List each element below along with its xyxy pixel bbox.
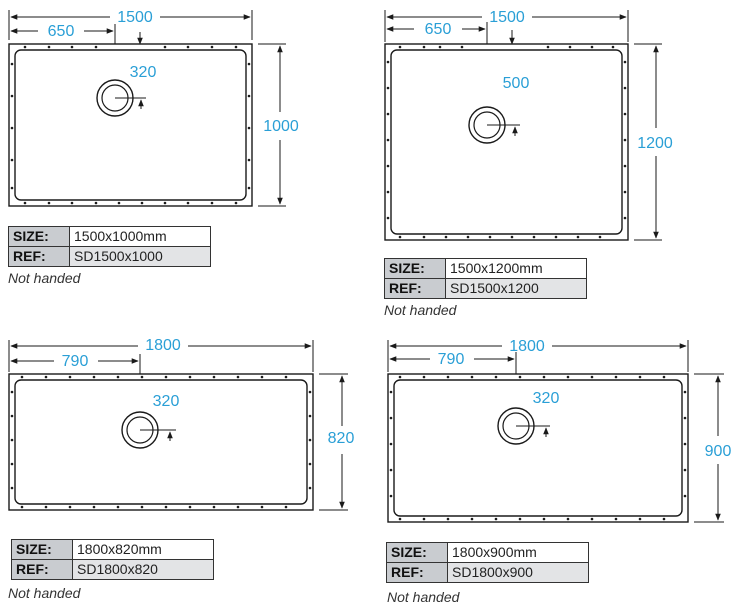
tray-diagram-4: 1800 790 320 900 SIZE: 1800x900mm REF: S… [378,330,736,613]
tray-drawing: 1800 790 320 820 [8,337,355,511]
tray-outer-edge [8,43,253,207]
waste-offset-dimension: 790 [438,351,465,368]
fixing-points [386,45,627,239]
ref-value: SD1500x1000 [69,246,211,267]
handed-note: Not handed [8,270,81,286]
tray-diagram-3: 1800 790 320 820 SIZE: 1800x820mm REF: S… [0,330,372,613]
size-label: SIZE: [386,542,448,563]
tray-drawing: 1800 790 320 900 [387,338,732,523]
tray-inner-edge [14,49,247,201]
tray-outer-edge [387,373,689,523]
length-dimension: 820 [328,430,355,447]
tray-inner-edge [390,49,623,235]
ref-label: REF: [386,562,448,583]
size-value: 1500x1000mm [69,226,211,247]
tray-drawing: 1500 650 500 1200 [384,9,673,241]
fixing-points [10,45,251,205]
width-dimension: 1800 [145,337,181,354]
handed-note: Not handed [387,589,460,605]
length-dimension: 900 [705,443,732,460]
waste-offset-dimension: 650 [48,23,75,40]
tray-diagram-1: 1500 650 320 1000 SIZE: 1500x1000mm [0,0,360,300]
tray-outer-edge [384,43,629,241]
waste-depth-dimension: 320 [153,393,180,410]
fixing-points [389,375,687,521]
ref-label: REF: [8,246,70,267]
handed-note: Not handed [384,302,457,318]
ref-value: SD1800x900 [447,562,589,583]
spec-table: SIZE: 1500x1200mm REF: SD1500x1200 [384,258,587,299]
spec-table: SIZE: 1800x900mm REF: SD1800x900 [386,542,589,583]
width-dimension: 1800 [509,338,545,355]
waste-offset-dimension: 650 [425,21,452,38]
waste-depth-dimension: 500 [503,75,530,92]
ref-value: SD1800x820 [72,559,214,580]
size-label: SIZE: [384,258,446,279]
fixing-points [10,375,312,509]
ref-label: REF: [384,278,446,299]
ref-value: SD1500x1200 [445,278,587,299]
waste-depth-dimension: 320 [533,390,560,407]
size-label: SIZE: [11,539,73,560]
length-dimension: 1200 [637,135,673,152]
tray-diagram-2: 1500 650 500 1200 SIZE: 1500x1200mm REF:… [378,0,736,325]
width-dimension: 1500 [489,9,525,26]
handed-note: Not handed [8,585,81,601]
size-value: 1500x1200mm [445,258,587,279]
tray-drawing: 1500 650 320 1000 [8,9,299,207]
width-dimension: 1500 [117,9,153,26]
spec-table: SIZE: 1500x1000mm REF: SD1500x1000 [8,226,211,267]
size-label: SIZE: [8,226,70,247]
waste-depth-dimension: 320 [130,64,157,81]
tray-inner-edge [393,379,683,517]
waste-offset-dimension: 790 [62,353,89,370]
size-value: 1800x820mm [72,539,214,560]
spec-table: SIZE: 1800x820mm REF: SD1800x820 [11,539,214,580]
tray-outer-edge [8,373,314,511]
ref-label: REF: [11,559,73,580]
length-dimension: 1000 [263,118,299,135]
size-value: 1800x900mm [447,542,589,563]
tray-inner-edge [14,379,308,505]
